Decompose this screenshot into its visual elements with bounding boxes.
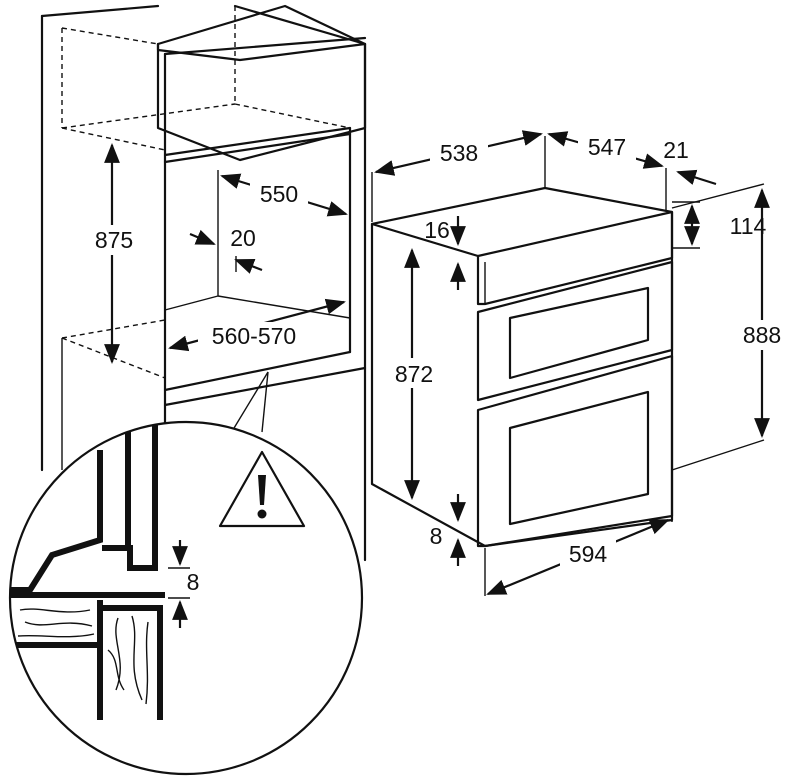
detail-circle: 8 bbox=[8, 420, 364, 776]
label-16: 16 bbox=[424, 217, 450, 243]
dimension-550: 550 bbox=[220, 173, 348, 217]
dimension-547: 547 bbox=[547, 131, 667, 210]
label-550: 550 bbox=[260, 181, 298, 207]
label-detail-8: 8 bbox=[187, 569, 200, 595]
label-560-570: 560-570 bbox=[212, 323, 296, 349]
label-538: 538 bbox=[440, 140, 478, 166]
dimension-oven-8: 8 bbox=[430, 494, 466, 566]
dimension-888: 888 bbox=[671, 183, 786, 471]
label-888: 888 bbox=[743, 322, 781, 348]
label-oven-8: 8 bbox=[430, 523, 443, 549]
label-20: 20 bbox=[230, 225, 256, 251]
dimension-114: 114 bbox=[672, 201, 767, 249]
dimension-594: 594 bbox=[484, 518, 673, 596]
cabinet bbox=[40, 4, 367, 562]
dimension-20: 20 bbox=[189, 225, 263, 274]
dimension-16: 16 bbox=[424, 216, 466, 290]
dimension-875: 875 bbox=[88, 143, 140, 364]
label-547: 547 bbox=[588, 134, 626, 160]
dimension-538: 538 bbox=[371, 130, 546, 222]
dimension-21: 21 bbox=[663, 137, 717, 186]
label-594: 594 bbox=[569, 541, 608, 567]
label-872: 872 bbox=[395, 361, 433, 387]
label-875: 875 bbox=[95, 227, 133, 253]
warning-triangle-icon bbox=[218, 450, 306, 528]
dimension-560-570: 560-570 bbox=[168, 298, 346, 352]
label-21: 21 bbox=[663, 137, 689, 163]
dimension-872: 872 bbox=[388, 248, 440, 500]
